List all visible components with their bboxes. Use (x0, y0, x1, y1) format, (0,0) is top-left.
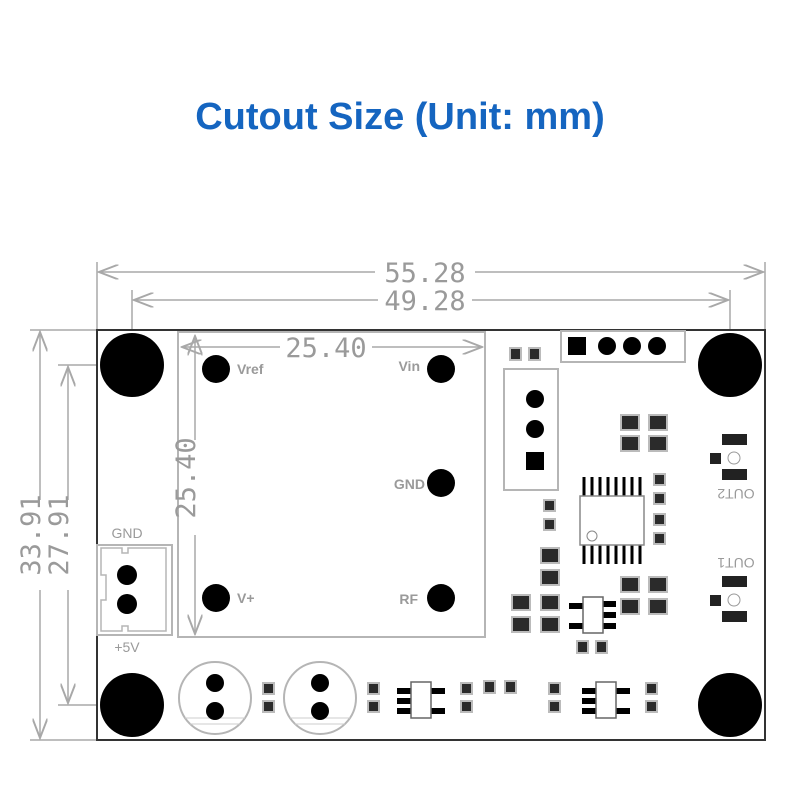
module-width-label: 25.40 (285, 333, 366, 364)
module-height-label: 25.40 (171, 437, 202, 518)
dimension-board-width: 55.28 (99, 258, 763, 289)
dimension-hole-spacing-y: 27.91 (44, 367, 75, 703)
power-connector: GND +5V (96, 525, 173, 655)
smd-pads (262, 347, 668, 713)
gnd-pad-icon (427, 469, 455, 497)
ic-sot223-2 (397, 681, 445, 719)
rf-label: RF (399, 591, 418, 607)
connector-gnd-label: GND (111, 525, 142, 541)
board-width-label: 55.28 (384, 258, 465, 289)
led-out1: OUT1 (710, 555, 755, 622)
dimension-hole-spacing-x: 49.28 (134, 286, 728, 317)
page-title: Cutout Size (Unit: mm) (195, 96, 605, 138)
led-out2: OUT2 (710, 434, 755, 502)
vin-pad-icon (427, 355, 455, 383)
top-pin-header (560, 330, 686, 363)
dimension-board-height: 33.91 (16, 332, 47, 738)
vin-label: Vin (398, 358, 420, 374)
board-height-label: 33.91 (16, 494, 47, 575)
side-pin-header (503, 368, 559, 491)
rf-pad-icon (427, 584, 455, 612)
connector-pin-icon (117, 565, 137, 585)
vref-label: Vref (237, 361, 264, 377)
out2-label: OUT2 (717, 486, 755, 502)
ic-sot223-3 (582, 681, 630, 719)
connector-5v-label: +5V (114, 639, 140, 655)
mounting-hole-icon (100, 333, 164, 397)
mounting-hole-icon (698, 673, 762, 737)
hole-spacing-y-label: 27.91 (44, 494, 75, 575)
out1-label: OUT1 (717, 555, 755, 571)
extension-lines (30, 262, 766, 741)
bottom-round-components (178, 661, 357, 735)
ic-sot223-1 (569, 596, 616, 634)
sensor-module-footprint: 25.40 25.40 Vref Vin GND V+ RF (171, 331, 486, 638)
hole-spacing-x-label: 49.28 (384, 286, 465, 317)
ic-soic16 (579, 477, 645, 564)
vplus-pad-icon (202, 584, 230, 612)
vplus-label: V+ (237, 590, 255, 606)
gnd-label: GND (394, 476, 425, 492)
mounting-hole-icon (100, 673, 164, 737)
connector-pin-icon (117, 594, 137, 614)
mounting-holes (100, 333, 762, 737)
mounting-hole-icon (698, 333, 762, 397)
vref-pad-icon (202, 355, 230, 383)
